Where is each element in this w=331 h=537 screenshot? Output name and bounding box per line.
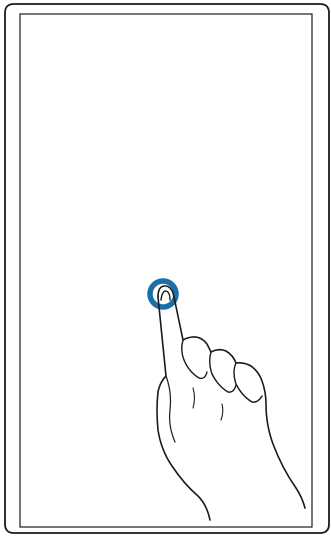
- phone-screen: [20, 14, 312, 527]
